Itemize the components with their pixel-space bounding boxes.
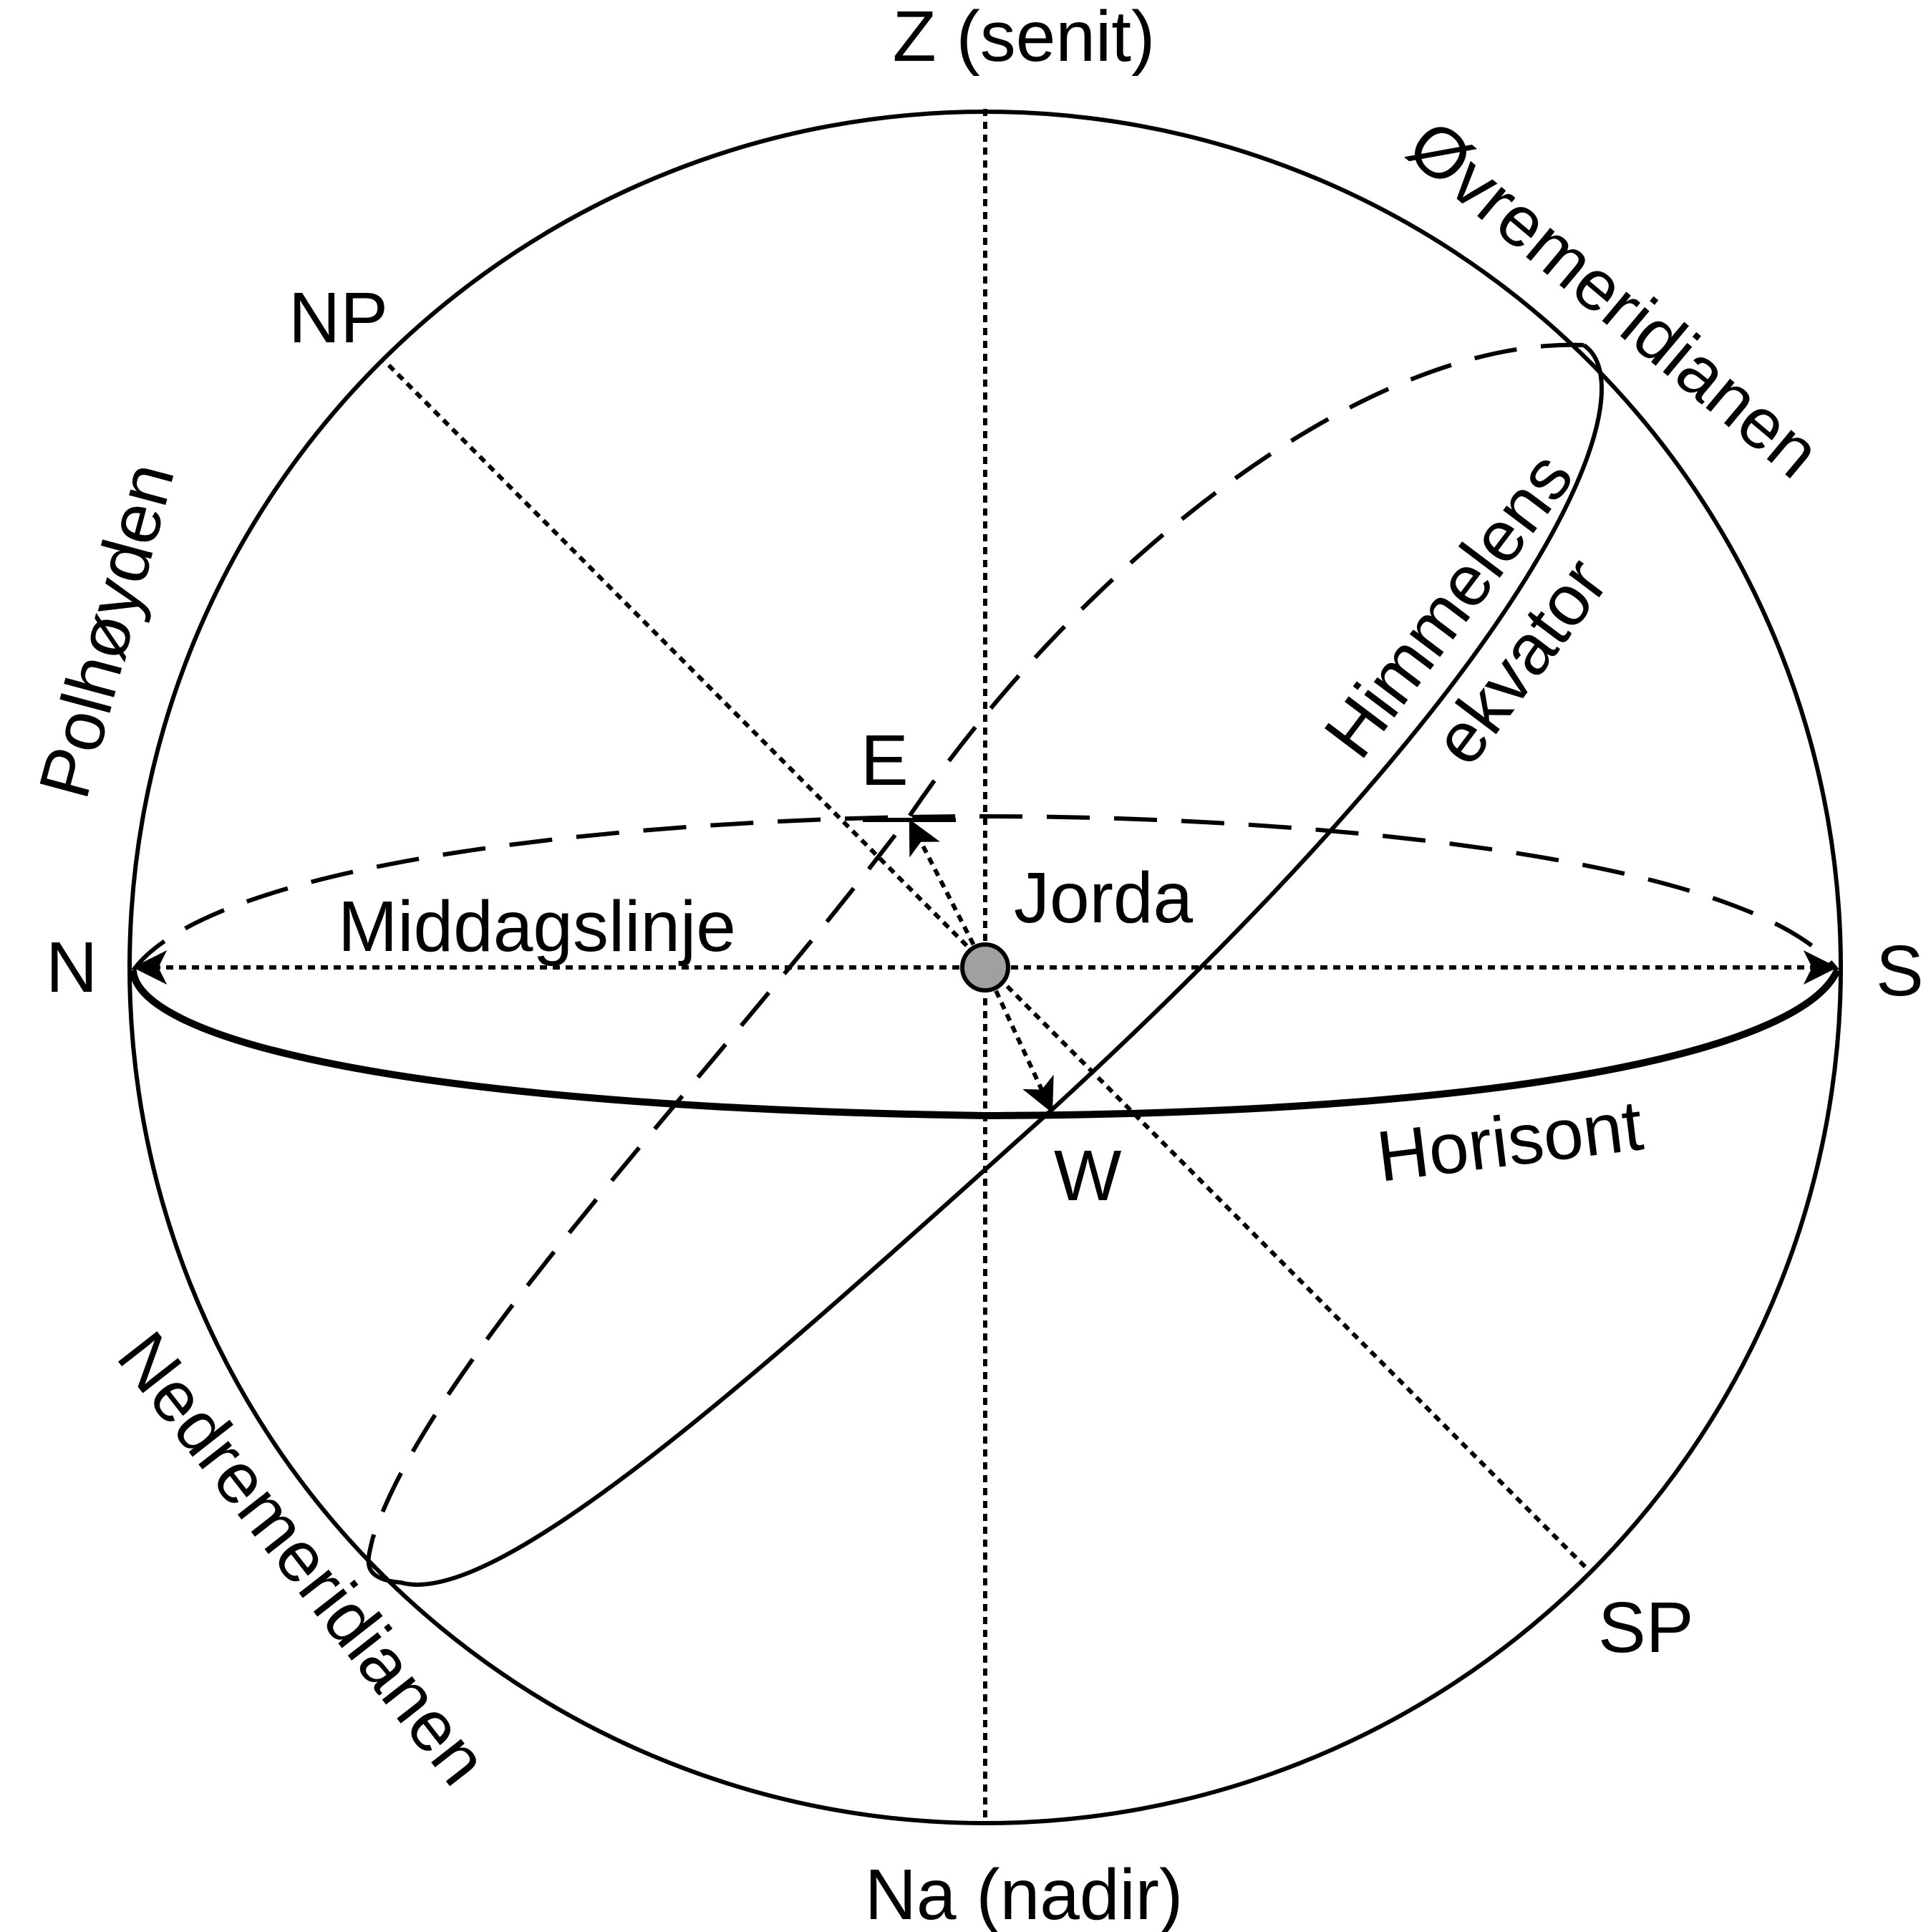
upper-meridian-label: Øvremeridianen: [1393, 105, 1835, 493]
horizon-back-half: [131, 813, 1839, 972]
west-direction-arrow: [983, 966, 1054, 1114]
north-label: N: [46, 927, 97, 1008]
west-label: W: [1054, 1136, 1122, 1216]
earth-dot: [960, 942, 1010, 992]
celestial-equator-back-half: [370, 342, 1584, 1540]
north-pole-label: NP: [289, 278, 388, 358]
east-direction-arrow: [909, 818, 987, 969]
horizon-front-half: [130, 968, 1841, 1120]
horizon-label: Horisont: [1373, 1085, 1647, 1197]
south-label: S: [1876, 931, 1924, 1011]
zenith-label: Z (senit): [893, 0, 1156, 77]
pole-height-label: Polhøyden: [24, 455, 190, 806]
nadir-label: Na (nadir): [865, 1855, 1184, 1932]
east-label: E: [861, 720, 909, 801]
earth-label: Jorda: [1014, 858, 1194, 938]
lower-meridian-label: Nedremeridianen: [102, 1318, 504, 1800]
south-pole-label: SP: [1598, 1588, 1693, 1668]
celestial-equator-front-half: [366, 343, 1605, 1587]
noon-line-label: Middagslinje: [338, 887, 736, 967]
